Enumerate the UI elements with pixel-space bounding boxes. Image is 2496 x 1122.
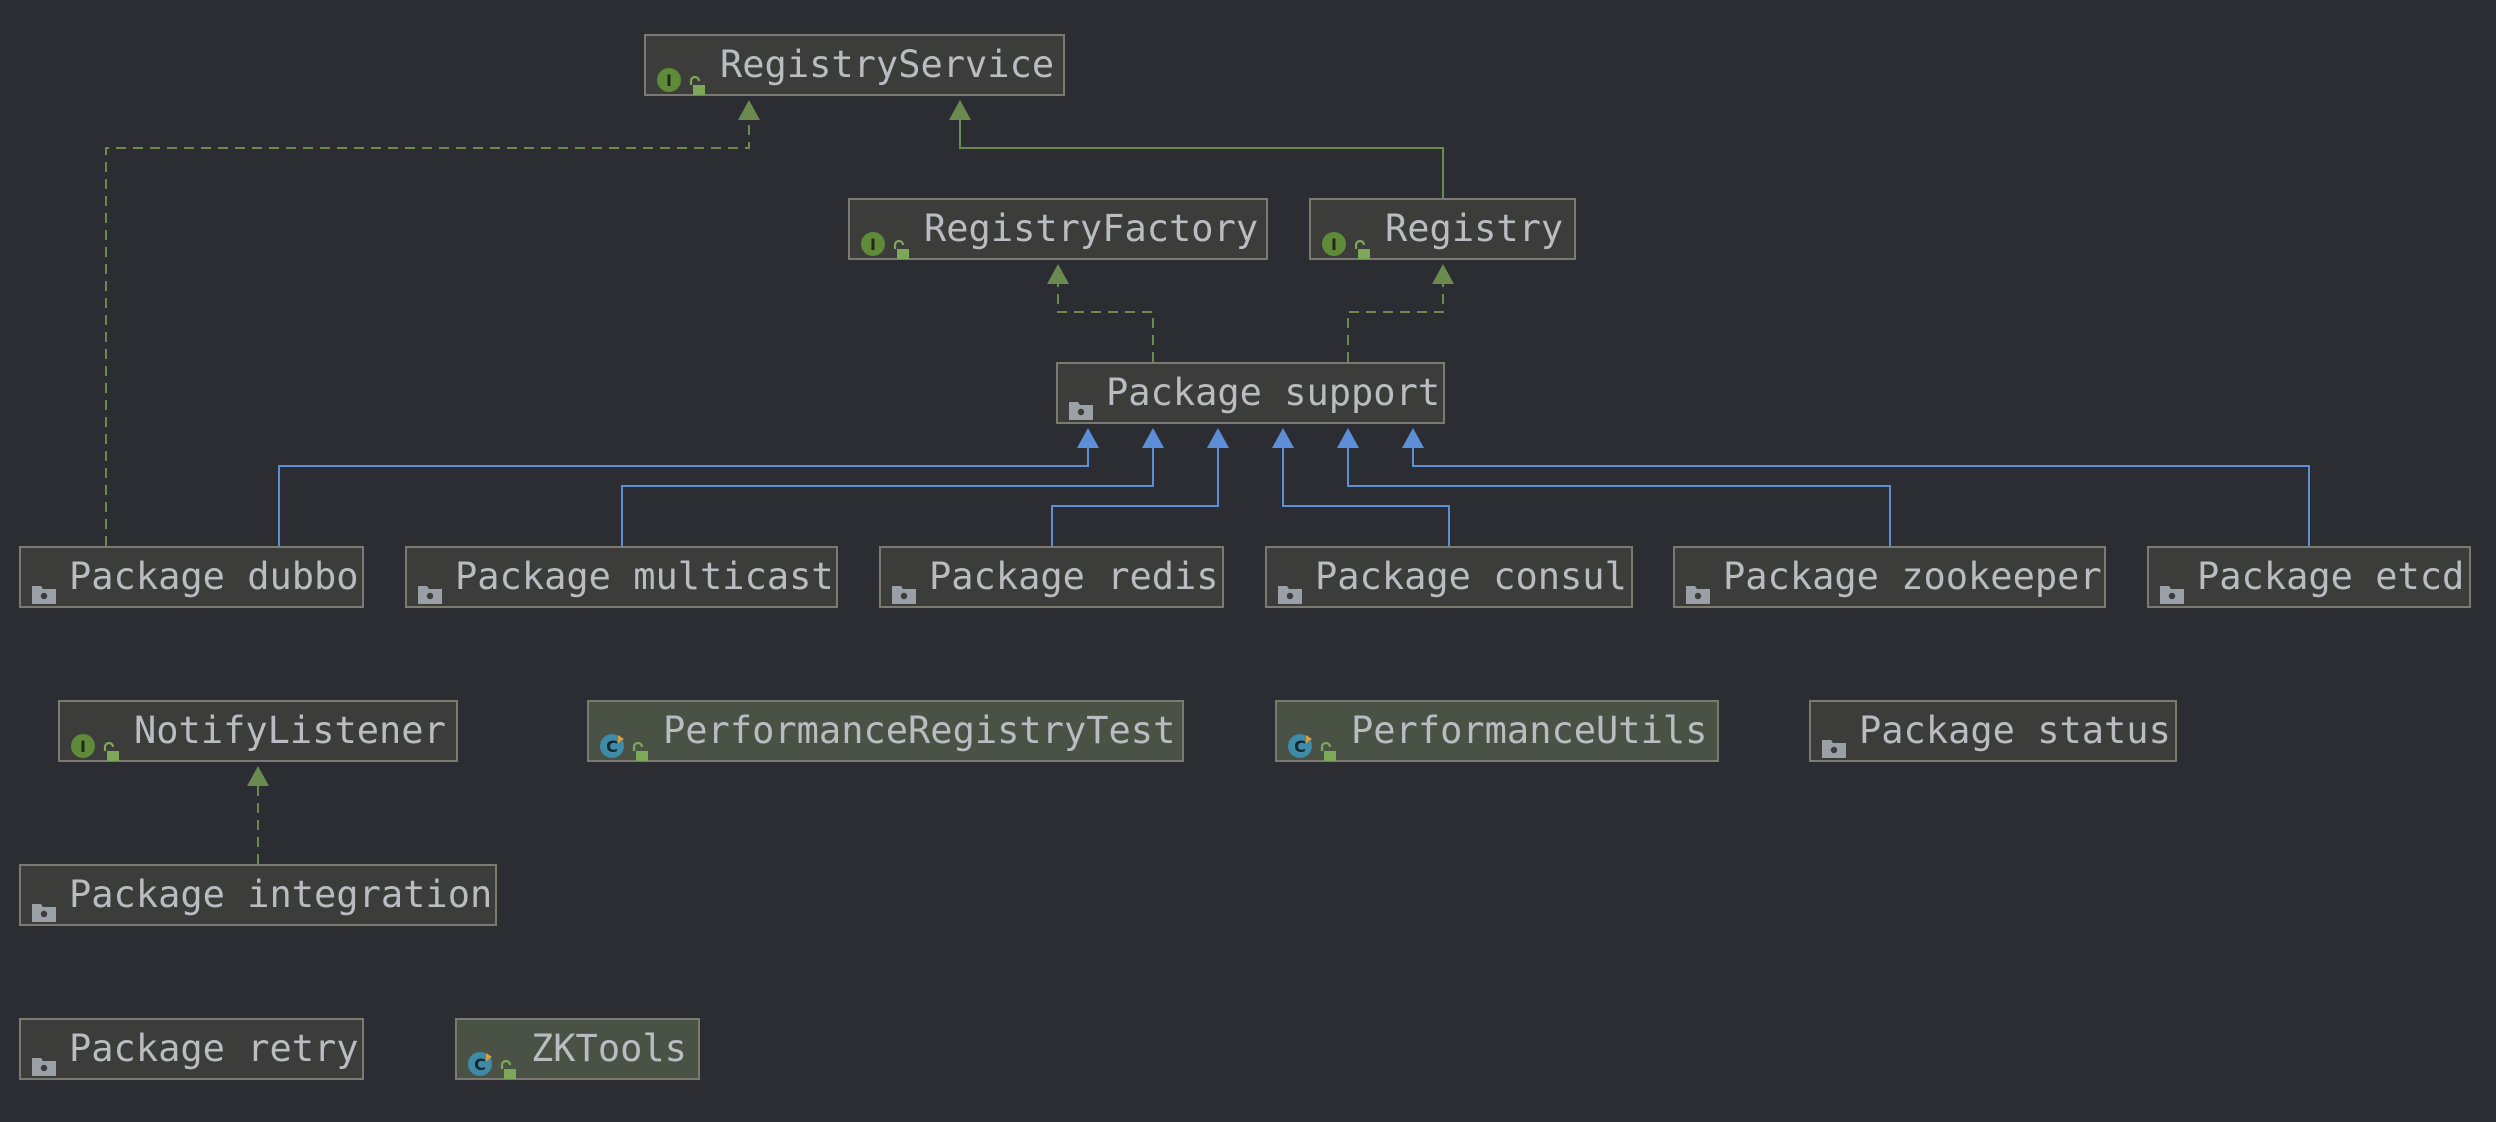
lock-icon bbox=[688, 55, 706, 95]
node-label: Package redis bbox=[929, 555, 1219, 598]
edge-package-consul-to-package-support bbox=[1272, 428, 1450, 546]
node-label: Registry bbox=[1385, 207, 1564, 250]
svg-text:C: C bbox=[1294, 737, 1306, 756]
node-package-retry[interactable]: Package retry bbox=[19, 1018, 364, 1080]
arrowhead bbox=[1272, 428, 1294, 448]
class-icon: C bbox=[1287, 718, 1313, 758]
svg-text:I: I bbox=[1331, 235, 1337, 254]
lock-icon bbox=[102, 721, 120, 761]
package-icon bbox=[31, 564, 57, 604]
node-registry-service[interactable]: I RegistryService bbox=[644, 34, 1065, 96]
node-label: NotifyListener bbox=[134, 709, 446, 752]
svg-text:I: I bbox=[80, 737, 86, 756]
arrowhead bbox=[1337, 428, 1359, 448]
interface-icon: I bbox=[1321, 216, 1347, 256]
edge-package-support-to-registry-factory bbox=[1047, 264, 1154, 362]
node-package-consul[interactable]: Package consul bbox=[1265, 546, 1633, 608]
node-performance-utils[interactable]: C PerformanceUtils bbox=[1275, 700, 1719, 762]
arrowhead bbox=[949, 100, 971, 120]
node-label: Package etcd bbox=[2197, 555, 2465, 598]
edge-package-multicast-to-package-support bbox=[621, 428, 1164, 546]
lock-icon bbox=[631, 721, 649, 761]
arrowhead bbox=[1432, 264, 1454, 284]
svg-text:I: I bbox=[666, 71, 672, 90]
node-label: PerformanceUtils bbox=[1351, 709, 1708, 752]
interface-icon: I bbox=[860, 216, 886, 256]
svg-text:C: C bbox=[606, 737, 618, 756]
edge-package-integration-to-notify-listener bbox=[247, 766, 269, 864]
edge-package-zookeeper-to-package-support bbox=[1337, 428, 1891, 546]
package-icon bbox=[1685, 564, 1711, 604]
lock-icon bbox=[892, 219, 910, 259]
node-label: Package zookeeper bbox=[1723, 555, 2102, 598]
svg-text:C: C bbox=[474, 1055, 486, 1074]
arrowhead bbox=[1207, 428, 1229, 448]
arrowhead bbox=[1077, 428, 1099, 448]
node-label: PerformanceRegistryTest bbox=[663, 709, 1176, 752]
edge-package-etcd-to-package-support bbox=[1402, 428, 2310, 546]
arrowhead bbox=[1142, 428, 1164, 448]
package-icon bbox=[1068, 380, 1094, 420]
node-notify-listener[interactable]: I NotifyListener bbox=[58, 700, 458, 762]
package-icon bbox=[417, 564, 443, 604]
arrowhead bbox=[738, 100, 760, 120]
node-registry-factory[interactable]: I RegistryFactory bbox=[848, 198, 1268, 260]
node-label: Package dubbo bbox=[69, 555, 359, 598]
node-label: Package consul bbox=[1315, 555, 1627, 598]
lock-icon bbox=[1319, 721, 1337, 761]
node-label: Package integration bbox=[69, 873, 493, 916]
node-zk-tools[interactable]: C ZKTools bbox=[455, 1018, 700, 1080]
arrowhead bbox=[1402, 428, 1424, 448]
edge-package-support-to-registry bbox=[1347, 264, 1454, 362]
edge-package-dubbo-to-registry-service bbox=[105, 100, 760, 546]
node-package-redis[interactable]: Package redis bbox=[879, 546, 1224, 608]
node-label: Package retry bbox=[69, 1027, 359, 1070]
node-performance-registry-test[interactable]: C PerformanceRegistryTest bbox=[587, 700, 1184, 762]
arrowhead bbox=[1047, 264, 1069, 284]
node-package-support[interactable]: Package support bbox=[1056, 362, 1445, 424]
node-package-status[interactable]: Package status bbox=[1809, 700, 2177, 762]
package-icon bbox=[891, 564, 917, 604]
edge-package-redis-to-package-support bbox=[1051, 428, 1229, 546]
arrowhead bbox=[247, 766, 269, 786]
node-package-etcd[interactable]: Package etcd bbox=[2147, 546, 2471, 608]
package-icon bbox=[31, 1036, 57, 1076]
node-package-multicast[interactable]: Package multicast bbox=[405, 546, 838, 608]
node-package-integration[interactable]: Package integration bbox=[19, 864, 497, 926]
package-icon bbox=[1821, 718, 1847, 758]
package-icon bbox=[1277, 564, 1303, 604]
lock-icon bbox=[499, 1039, 517, 1079]
edge-package-dubbo-to-package-support bbox=[278, 428, 1099, 546]
package-icon bbox=[2159, 564, 2185, 604]
node-label: ZKTools bbox=[531, 1027, 687, 1070]
node-package-zookeeper[interactable]: Package zookeeper bbox=[1673, 546, 2106, 608]
interface-icon: I bbox=[70, 718, 96, 758]
node-package-dubbo[interactable]: Package dubbo bbox=[19, 546, 364, 608]
node-label: RegistryFactory bbox=[924, 207, 1259, 250]
edge-registry-to-registry-service bbox=[949, 100, 1444, 198]
node-registry[interactable]: I Registry bbox=[1309, 198, 1576, 260]
lock-icon bbox=[1353, 219, 1371, 259]
svg-text:I: I bbox=[870, 235, 876, 254]
interface-icon: I bbox=[656, 52, 682, 92]
class-icon: C bbox=[599, 718, 625, 758]
class-icon: C bbox=[467, 1036, 493, 1076]
node-label: Package status bbox=[1859, 709, 2171, 752]
package-icon bbox=[31, 882, 57, 922]
node-label: Package multicast bbox=[455, 555, 834, 598]
node-label: Package support bbox=[1106, 371, 1441, 414]
node-label: RegistryService bbox=[720, 43, 1055, 86]
